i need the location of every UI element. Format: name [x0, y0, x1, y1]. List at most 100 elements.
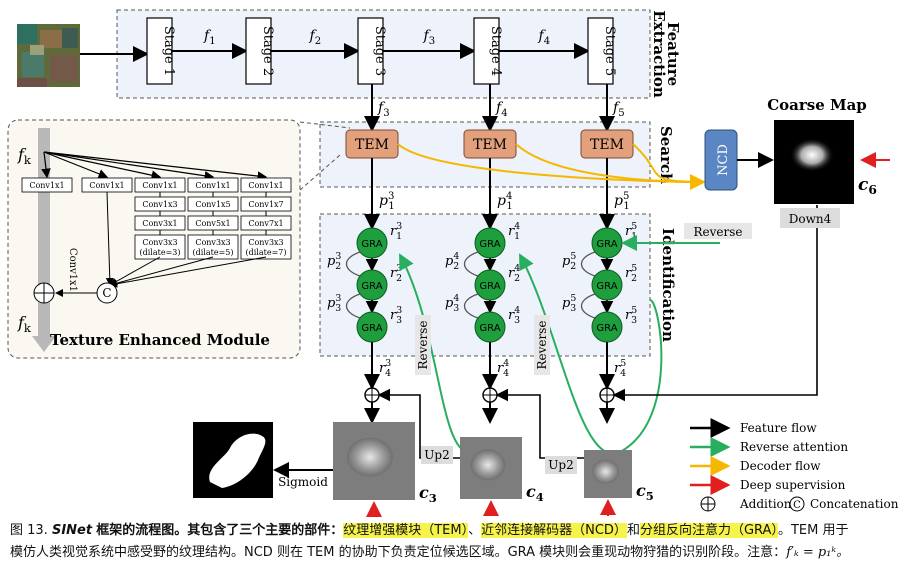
legend-addition-label: Addition [739, 497, 792, 511]
legend-reverse-attention-label: Reverse attention [740, 440, 848, 454]
caption-text-1: 框架的流程图。其包含了三个主要的部件： [96, 523, 344, 538]
tem-conv-label: Conv1x1 [89, 181, 124, 190]
tem-conv-label: Conv5x1 [195, 219, 230, 228]
stage-output-label: f4 [495, 100, 508, 119]
gra-label: GRA [361, 323, 382, 334]
output-map-blob [470, 449, 506, 481]
output-map-label: c3 [419, 483, 437, 505]
tem-to-concat-line [109, 256, 214, 288]
caption-highlight-gra: 分组反向注意力（GRA） [639, 523, 778, 538]
tem-module-title: Texture Enhanced Module [50, 331, 270, 349]
feature-extraction-label-2: Extraction [650, 10, 668, 98]
tem-fan-line [43, 151, 109, 179]
up2-c4-arrow [377, 388, 490, 459]
stage-box [587, 17, 614, 85]
reverse-label-bg [534, 315, 550, 375]
stage-arrow-label: f4 [538, 28, 551, 47]
output-map-label: c5 [636, 481, 654, 503]
stage-arrow-label: f2 [309, 28, 322, 47]
stage-label: Stage 2 [260, 26, 275, 76]
stage-label: Stage 4 [488, 26, 503, 76]
legend-concat-label: Concatenation [810, 497, 899, 511]
reverse-label-c4: Reverse [535, 320, 549, 369]
tem-residual-arrowhead [32, 336, 56, 352]
gra-label: GRA [361, 281, 382, 292]
coarse-map-title: Coarse Map [767, 96, 867, 114]
ncd-label: NCD [716, 144, 731, 176]
caption-sep-1: 、 [468, 523, 482, 538]
tem-conv-label: Conv1x1 [248, 181, 283, 190]
tem-concat-label: C [102, 286, 111, 300]
gra-skip-curve [580, 293, 596, 319]
tem-conv-box [240, 234, 292, 260]
tem-label: TEM [355, 137, 389, 153]
tem-fan-line [43, 151, 162, 180]
caption-note-math: f′ₖ = p₁ᵏ。 [786, 545, 850, 560]
tem-conv-box [134, 234, 186, 260]
gra-label: GRA [361, 239, 382, 250]
tem-conv-box [187, 234, 239, 260]
tem-conv-label: Conv1x1 [195, 181, 230, 190]
sigmoid-label: Sigmoid [278, 475, 328, 489]
reverse-label-bg [684, 223, 752, 239]
input-image [17, 24, 80, 87]
gra-label: GRA [479, 239, 500, 250]
tem-conv-dilate: (dilate=5) [193, 248, 234, 257]
gra-skip-curve [463, 293, 479, 319]
stage-box [146, 17, 173, 85]
tem-fan-line [41, 151, 51, 179]
output-map-label: c4 [526, 482, 544, 504]
stage-output-label: f3 [377, 100, 390, 119]
tem-conv-label: Conv1x1 [29, 181, 64, 190]
search-label: Search [657, 126, 675, 184]
tem-conv-label: Conv1x3 [142, 200, 177, 209]
legend-concat-symbol-label: C [793, 500, 801, 511]
stage-label: Stage 5 [602, 26, 617, 76]
tem-conv-dilate: (dilate=7) [246, 248, 287, 257]
caption-line-2: 模仿人类视觉系统中感受野的纹理结构。NCD 则在 TEM 的协助下负责定位候选区… [10, 542, 900, 564]
gra-skip-curve [463, 251, 479, 277]
caption-text-2: 。TEM 用于 [777, 523, 849, 538]
tem-conv-box [21, 177, 73, 193]
tem-conv-dilate: (dilate=3) [140, 248, 181, 257]
legend-deep-supervision-label: Deep supervision [740, 478, 846, 492]
tem-conv-label: Conv1x5 [195, 200, 230, 209]
figure-caption: 图 13. SINet 框架的流程图。其包含了三个主要的部件：纹理增强模块（TE… [10, 520, 900, 564]
coarse-map-blob [790, 138, 834, 172]
tem-conv-label: Conv1x7 [248, 200, 283, 209]
tem-residual-bar [38, 128, 50, 338]
down4-label-bg [780, 208, 840, 228]
tem-label: TEM [590, 137, 624, 153]
tem-fan-line [43, 151, 268, 181]
stage-label: Stage 1 [161, 26, 176, 76]
caption-highlight-tem: 纹理增强模块（TEM） [343, 523, 469, 538]
legend-decoder-flow-label: Decoder flow [740, 459, 821, 473]
stage-output-label: f5 [612, 100, 625, 119]
caption-prefix: 图 13. [10, 523, 48, 538]
output-map-blob [592, 459, 620, 484]
reverse-label-bg [415, 315, 431, 375]
tem-conv-label: Conv3x3 [248, 238, 283, 247]
up2-label-bg [421, 446, 453, 464]
stage-arrow-label: f1 [203, 28, 216, 47]
up2-label-1: Up2 [424, 448, 449, 462]
gra-skip-curve [345, 251, 361, 277]
output-map-blob [346, 437, 393, 477]
tem-conv-label: Conv3x3 [142, 238, 177, 247]
gra-skip-curve [580, 251, 596, 277]
gra-label: GRA [596, 281, 617, 292]
legend-feature-flow-label: Feature flow [740, 421, 817, 435]
